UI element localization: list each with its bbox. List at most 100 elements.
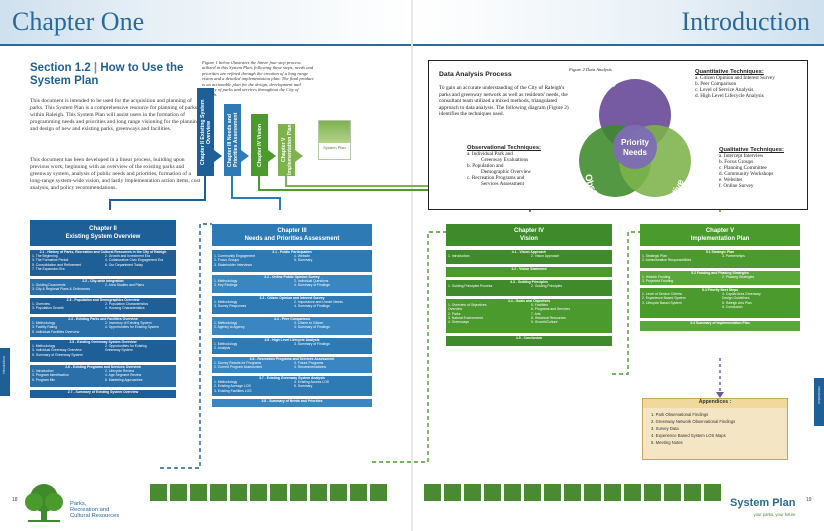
ch2-section-item: 7. The Expansion Era [32, 266, 65, 271]
ch3-section-item: 1. Methodology [214, 300, 238, 305]
ch2-section-item [103, 267, 176, 271]
right-side-tab: introduction [814, 378, 824, 426]
ch2-section-item: 1. Guiding Documents [32, 283, 66, 288]
chapter-title: Chapter One [12, 7, 145, 36]
ch4-section-row: 4.2 - Vision Statement [446, 267, 612, 277]
footer-strip-square [484, 484, 501, 501]
ch2-section-item: 5. Consolidation and Refinement [32, 262, 82, 267]
ch2-section-item: Greenway System [105, 348, 133, 353]
ch5-section-item: 1. Strategic Plan [642, 254, 667, 259]
footer-strip-square [150, 484, 167, 501]
dashed-ch2-ch3 [160, 223, 212, 469]
footer-strip-square [704, 484, 721, 501]
ch3-section-item: 4. Summary of Findings [294, 304, 330, 309]
ch5-section-item: 3. Lifecycle Based System [642, 300, 682, 305]
quantitative-techniques: Quantitative Techniques: a. Citizen Opin… [695, 69, 775, 99]
ch5-section-title: 5.4 Summary of Implementation Plan [690, 321, 750, 325]
footer-strip-square [250, 484, 267, 501]
footer-strip-square [664, 484, 681, 501]
footer-strip-square [424, 484, 441, 501]
arrow-4-5 [268, 150, 276, 162]
ch2-section-item: 5. Summary of Greenway System [32, 352, 83, 357]
ch5-section-item: 1. Historic Funding [642, 275, 671, 280]
ch3-section-item: 2. Individual Questions [294, 279, 329, 284]
ch4-section-item: 2. Parks [448, 311, 461, 316]
ch5-section-item: 5. Raleigh Arts Plan [722, 300, 752, 305]
ch2-section-title: 2.5 - Existing Greenway System Overview [69, 340, 137, 344]
header-rule-left [0, 44, 412, 46]
ch2-section-item: 2. Growth and Investment Era [105, 254, 151, 259]
ch4-section-row: 4.5 - Conclusion [446, 336, 612, 346]
ch3-section-item: 1. Methodology [214, 380, 238, 385]
ch2-section-item: 1. Introduction [32, 369, 54, 374]
ch2-section-row: 2.7 - Summary of Existing System Overvie… [30, 390, 176, 398]
ch3-section-item: 3. Existing Facilities LOS [214, 388, 252, 393]
arrow-3-4 [241, 150, 249, 162]
ch2-section-row: 2.5 - Existing Greenway System Overview 1… [30, 340, 176, 362]
ch4-section-item: Overview [448, 307, 463, 312]
ch3-section-title: 3.1 - Public Participation [272, 250, 312, 254]
ch4-section-item: 9. Growth/Culture [531, 320, 558, 325]
ch3-section-row: 3.7 - Existing Greenway System Analysis 1… [212, 376, 372, 396]
data-analysis-text: To gain an accurate understanding of the… [439, 85, 569, 117]
footer-strip-square [190, 484, 207, 501]
ch4-section-title: 4.2 - Vision Statement [511, 267, 547, 271]
ch3-section-row: 3.3 - Citizen Opinion and Interest Surve… [212, 296, 372, 314]
ch4-section-title: 4.5 - Conclusion [515, 336, 543, 340]
system-plan-cover-thumbnail: System Plan [318, 120, 351, 160]
ch4-section-item: 6. Programs and Services [531, 307, 571, 312]
ch2-section-title: 2.1 - History of Parks, Recreation and C… [39, 250, 167, 254]
footer-strip-square [444, 484, 461, 501]
appendices-box: Appendices : 1. Park Observational Findi… [642, 398, 788, 460]
ch4-section-item: 4. Greenways [448, 320, 469, 325]
ch2-section-item: 2. Area Studies and Plans [105, 283, 145, 288]
ch3-section-item: 5. Summary [294, 258, 313, 263]
ch2-section-item: 5. Individual Facilities Overview [32, 329, 80, 334]
ch2-section-row: 2.3 - Population and Demographics Overvi… [30, 298, 176, 314]
ch2-section-item [103, 353, 176, 357]
ch5-section-title: 5.1 Strategic Plan [705, 250, 735, 254]
arrow-5-plan [295, 150, 303, 162]
ch3-section-item: 4. Existing Access LOS [294, 380, 330, 385]
ch4-section-title: 4.4 - Goals and Objectives [507, 299, 551, 303]
connector-ch2 [109, 176, 206, 210]
department-name: Parks, Recreation and Cultural Resources [70, 501, 120, 520]
footer-green-strip-right [424, 484, 721, 501]
ch3-section-row: 3.8 - Summary of Needs and Priorities [212, 399, 372, 407]
ch3-section-item: 1. Survey Results for Programs [214, 361, 262, 366]
section-title: Section 1.2 | How to Use the System Plan [30, 62, 184, 87]
ch2-section-item: 1. Methodology [32, 344, 56, 349]
ch4-section-title: 4.1 - Vision Approach [511, 250, 547, 254]
ch3-section-item [292, 263, 372, 267]
ch2-section-item: 1. Methodology [32, 321, 56, 326]
page-number-right: 19 [806, 497, 812, 503]
data-analysis-box: Figure 2 Data Analysis Data Analysis Pro… [428, 60, 808, 210]
ch4-section-item: 3. Natural Environment [448, 315, 483, 320]
ch3-section-item: 1. Methodology [214, 321, 238, 326]
ch3-section-item: 2. Analysis [214, 346, 231, 351]
footer-strip-square [604, 484, 621, 501]
ch2-section-item: 3. Population Growth [32, 306, 64, 311]
ch3-section-item: 2. Current Program Assessment [214, 365, 263, 370]
ch2-section-title: 2.6 - Existing Programs and Services Ove… [65, 365, 141, 369]
ch3-section-title: 3.7 - Existing Greenway System Analysis [259, 376, 325, 380]
chapter3-mini-box: Chapter III Needs and Priorities Assessm… [224, 104, 241, 176]
ch2-section-item: 2. Opportunities for Existing [105, 344, 147, 349]
ch2-section-item: 1. The Beginning [32, 254, 58, 259]
ch2-section-item: 2. Population Characteristics [105, 302, 149, 307]
ch5-section-item: Design Guidelines [722, 296, 750, 301]
ch5-section-title: 5.3 Priority Next Steps [702, 288, 738, 292]
arrow-to-appendix [716, 392, 724, 398]
ch4-section-item: 8. Historical Resources [531, 315, 566, 320]
